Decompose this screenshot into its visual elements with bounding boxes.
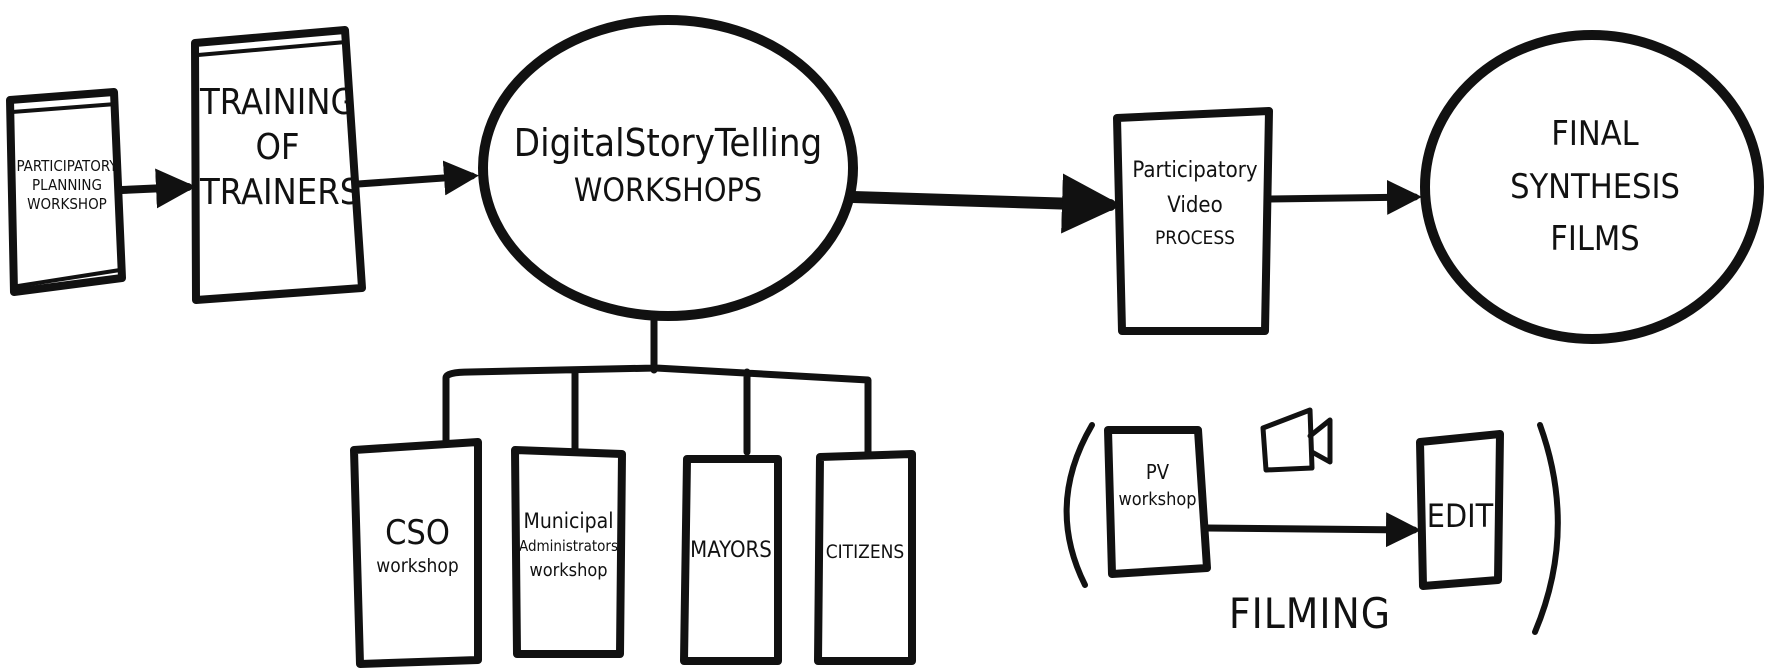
trainers-box — [191, 26, 366, 304]
pvprocess-box — [1113, 107, 1273, 335]
pvworkshop-label: PV workshop — [1110, 458, 1205, 513]
filming-label: FILMING — [1228, 589, 1392, 638]
trainers-line-1: TRAINING — [200, 82, 356, 123]
trainers-line-2: OF — [255, 127, 300, 168]
municipal-line-3: workshop — [529, 560, 608, 582]
municipal-line-1: Municipal — [523, 509, 614, 533]
final-ellipse — [1420, 30, 1764, 344]
cso-box — [350, 438, 482, 668]
pvworkshop-box — [1104, 426, 1211, 578]
planning-line-2: PLANNING — [32, 175, 102, 194]
final-line-2: SYNTHESIS — [1510, 166, 1680, 207]
trainers-line-3: TRAINERS — [200, 172, 361, 213]
planning-box — [6, 88, 126, 296]
citizens-line-1: CITIZENS — [825, 541, 905, 563]
cso-label: CSO workshop — [360, 512, 475, 578]
pvprocess-label: Participatory Video PROCESS — [1120, 153, 1270, 254]
dst-line-1: DigitalStoryTelling — [513, 121, 823, 165]
cso-line-1: CSO — [385, 513, 450, 553]
mayors-box — [680, 455, 782, 665]
arrow-pvworkshop-edit — [1203, 512, 1421, 548]
planning-line-1: PARTICIPATORY — [16, 157, 118, 175]
pvworkshop-line-1: PV — [1145, 460, 1170, 484]
municipal-box — [511, 446, 626, 658]
trainers-label: TRAINING OF TRAINERS — [200, 80, 361, 215]
left-parenthesis — [1063, 422, 1095, 588]
citizens-label: CITIZENS — [818, 541, 912, 565]
video-camera-icon — [1260, 407, 1333, 473]
pvprocess-line-1: Participatory — [1132, 158, 1258, 183]
arrow-trainers-dst — [354, 160, 479, 196]
planning-line-3: WORKSHOP — [27, 194, 107, 213]
edit-line-1: EDIT — [1426, 497, 1494, 535]
edit-label: EDIT — [1420, 496, 1500, 536]
edit-box — [1416, 430, 1504, 590]
arrow-dst-pvprocess — [847, 173, 1122, 234]
arrow-planning-trainers — [118, 168, 196, 209]
dst-label: DigitalStoryTelling WORKSHOPS — [510, 118, 826, 212]
arrow-pvprocess-final — [1265, 179, 1422, 215]
tree-connector — [442, 312, 872, 456]
final-line-3: FILMS — [1550, 219, 1640, 260]
dst-ellipse — [478, 15, 858, 321]
cso-line-2: workshop — [376, 554, 459, 577]
pvworkshop-line-2: workshop — [1118, 489, 1197, 510]
municipal-line-2: Administrators — [519, 537, 618, 556]
final-line-1: FINAL — [1551, 114, 1639, 154]
citizens-box — [814, 450, 916, 665]
right-parenthesis — [1532, 422, 1561, 635]
pvprocess-line-3: PROCESS — [1154, 227, 1236, 250]
dst-line-2: WORKSHOPS — [573, 171, 763, 210]
municipal-label: Municipal Administrators workshop — [515, 506, 622, 584]
planning-label: PARTICIPATORY PLANNING WORKSHOP — [14, 157, 120, 213]
pvprocess-line-2: Video — [1167, 193, 1223, 219]
mayors-label: MAYORS — [684, 537, 778, 565]
mayors-line-1: MAYORS — [690, 538, 772, 563]
final-label: FINAL SYNTHESIS FILMS — [1500, 108, 1690, 266]
